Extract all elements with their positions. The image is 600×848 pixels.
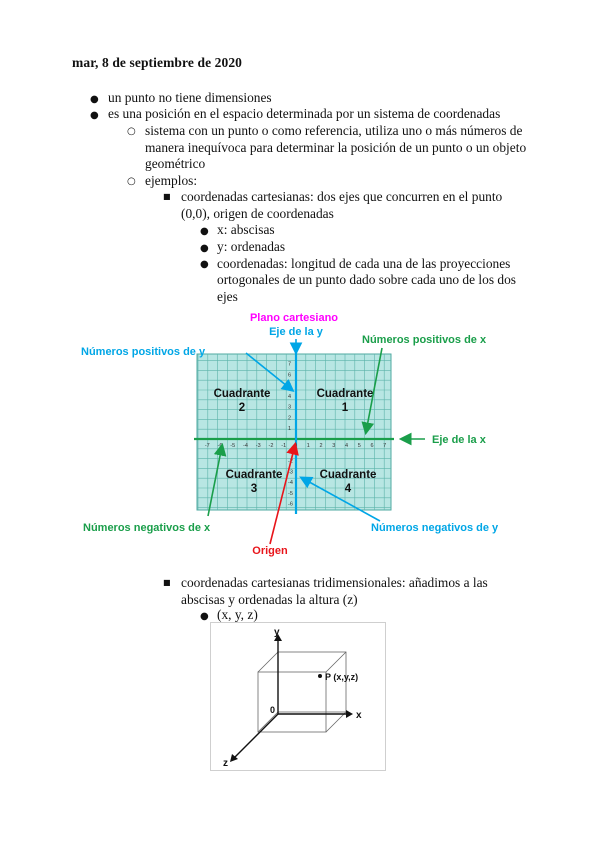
y-tick-label: 2 xyxy=(288,415,291,421)
3d-coordinates-figure: y x z 0 P (x,y,z) xyxy=(210,622,386,771)
y-tick-label: -5 xyxy=(288,491,293,497)
label-origen: Origen xyxy=(252,545,288,557)
bullet-text: ejemplos: xyxy=(145,173,198,188)
x-tick-label: 2 xyxy=(319,443,322,449)
arrow-origen xyxy=(269,441,299,545)
axis-x-label: x xyxy=(356,710,362,721)
x-tick-label: -5 xyxy=(230,443,235,449)
quadrant-1-number: 1 xyxy=(342,402,349,414)
y-tick-label: -4 xyxy=(288,480,293,486)
quadrant-2-number: 2 xyxy=(239,402,245,414)
y-tick-label: 1 xyxy=(288,426,291,432)
x-tick-label: -1 xyxy=(281,443,286,449)
axis-z-label: z xyxy=(223,758,228,769)
x-tick-label: -2 xyxy=(269,443,274,449)
label-pos-y: Números positivos de y xyxy=(81,346,206,358)
grid-lines xyxy=(197,354,391,510)
bullet-text: abscisas y ordenadas la altura (z) xyxy=(181,591,358,607)
arrow-neg-y xyxy=(299,476,381,522)
grid-background xyxy=(196,353,392,511)
bullet-dot: ● xyxy=(90,110,99,121)
y-tick-label: -1 xyxy=(288,448,293,454)
bullet-dot: ● xyxy=(90,94,99,105)
origin-label: 0 xyxy=(270,705,275,715)
cartesian-plane-figure: -7-6-5-4-3-2-101234567 -6-5-4-3-2-112345… xyxy=(81,312,499,557)
y-tick-label: -3 xyxy=(288,469,293,475)
quadrant-4-number: 4 xyxy=(345,483,352,495)
bullet-text: coordenadas cartesianas tridimensionales… xyxy=(181,575,488,590)
y-tick-label: -6 xyxy=(288,502,293,508)
bullet-circle: ○ xyxy=(127,126,136,137)
bullet-dot: ● xyxy=(200,243,209,254)
quadrant-3-label: Cuadrante xyxy=(226,469,283,481)
bullet-text: (0,0), origen de coordenadas xyxy=(181,205,334,221)
bullet-dot: ● xyxy=(200,226,209,237)
x-tick-label: -7 xyxy=(205,443,210,449)
bullet-text: ortogonales de un punto dado sobre cada … xyxy=(217,272,516,287)
arrow-neg-x xyxy=(207,442,227,517)
y-tick-label: 4 xyxy=(288,394,291,400)
quadrant-3-number: 3 xyxy=(251,483,257,495)
x-tick-label: 6 xyxy=(370,443,373,449)
bullet-text: manera inequívoca para determinar la pos… xyxy=(145,139,527,155)
point-p xyxy=(318,674,322,678)
x-tick-label: 1 xyxy=(307,443,310,449)
y-tick-label: 6 xyxy=(288,372,291,378)
z-arrowhead xyxy=(230,754,238,762)
label-neg-y: Números negativos de y xyxy=(371,522,499,534)
x-tick-label: 4 xyxy=(345,443,348,449)
bullet-text: un punto no tiene dimensiones xyxy=(108,90,272,105)
bullet-circle: ○ xyxy=(127,176,136,187)
quadrant-2-label: Cuadrante xyxy=(214,388,271,400)
label-pos-x: Números positivos de x xyxy=(362,334,487,346)
x-tick-label: 3 xyxy=(332,443,335,449)
bullet-dot: ● xyxy=(200,259,209,270)
3d-axes xyxy=(231,636,350,761)
label-eje-x: Eje de la x xyxy=(432,434,487,446)
bullet-square: ■ xyxy=(163,578,171,587)
bullet-text: es una posición en el espacio determinad… xyxy=(108,106,501,121)
y-tick-label: 3 xyxy=(288,405,291,411)
x-tick-label: -3 xyxy=(256,443,261,449)
page-date: mar, 8 de septiembre de 2020 xyxy=(72,55,243,70)
bullet-text: coordenadas cartesianas: dos ejes que co… xyxy=(181,189,503,204)
quadrant-1-label: Cuadrante xyxy=(317,388,374,400)
quadrant-4-label: Cuadrante xyxy=(320,469,377,481)
y-tick-label: 7 xyxy=(288,362,291,368)
bullet-square: ■ xyxy=(163,192,171,201)
bullet-dot: ● xyxy=(200,611,209,622)
x-tick-label: -4 xyxy=(243,443,248,449)
bullet-text: coordenadas: longitud de cada una de las… xyxy=(217,255,511,271)
x-arrowhead xyxy=(346,710,353,718)
x-tick-labels: -7-6-5-4-3-2-101234567 xyxy=(205,443,386,449)
bullet-text: geométrico xyxy=(145,156,206,171)
x-tick-label: 5 xyxy=(358,443,361,449)
label-neg-x: Números negativos de x xyxy=(83,522,211,534)
bullet-text: y: ordenadas xyxy=(217,239,286,254)
title-plano-cartesiano: Plano cartesiano xyxy=(250,312,338,324)
label-eje-y: Eje de la y xyxy=(269,326,324,338)
arrow-pos-y xyxy=(245,352,295,393)
bullet-text: (x, y, z) xyxy=(217,607,258,622)
bullet-text: x: abscisas xyxy=(217,222,275,237)
bullet-text: ejes xyxy=(217,288,238,304)
arrow-pos-x xyxy=(361,347,383,436)
y-arrowhead xyxy=(274,634,282,641)
bullet-text: sistema con un punto o como referencia, … xyxy=(145,123,523,138)
x-tick-label: 7 xyxy=(383,443,386,449)
axis-y-label: y xyxy=(274,627,280,638)
point-p-label: P (x,y,z) xyxy=(325,672,358,682)
